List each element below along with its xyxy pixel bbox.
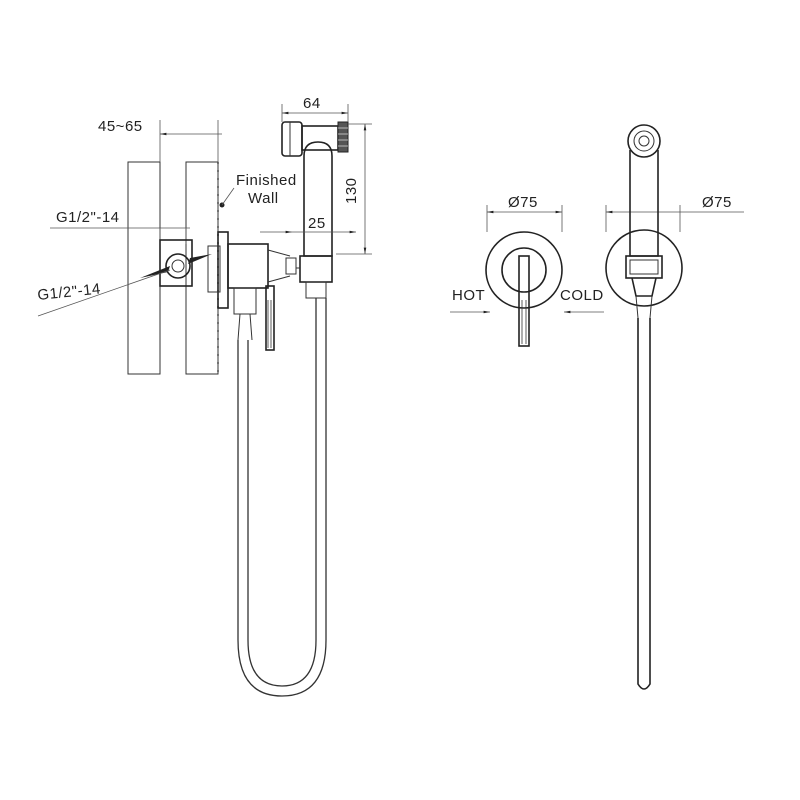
valve-body [159, 239, 193, 287]
thread-label-bottom: G1/2"-14 [37, 280, 102, 304]
side-view: 45~65 Finished Wall G1/2"-14 G1/2"-14 [37, 95, 372, 697]
holder-bracket [625, 255, 663, 279]
mixer-diameter-label: Ø75 [508, 194, 538, 211]
wall-section-left [127, 161, 161, 375]
front-view-holder: Ø75 [605, 124, 744, 690]
holder-plate [605, 229, 683, 307]
wall-section-right [185, 161, 219, 375]
front-view-mixer: Ø75 HOT COLD [450, 194, 604, 347]
handset-body [303, 141, 333, 257]
holder-connector [299, 255, 333, 283]
hot-label: HOT [452, 287, 485, 304]
thread-label-top: G1/2"-14 [56, 209, 120, 226]
handset-head [627, 124, 661, 158]
mixer-cartridge [501, 247, 547, 293]
holder-height-label: 130 [343, 177, 360, 204]
mixer-lever [518, 255, 530, 347]
cold-label: COLD [560, 287, 604, 304]
handset-grip [337, 121, 349, 153]
holder-width-label: 64 [303, 95, 321, 112]
finished-wall-label-2: Wall [248, 190, 279, 207]
mixer-body [227, 243, 269, 289]
handset-nozzle [281, 121, 303, 157]
holder-diameter-label: Ø75 [702, 194, 732, 211]
lever [265, 285, 275, 351]
wall-depth-label: 45~65 [98, 118, 143, 135]
handset-front-body [629, 150, 659, 257]
finished-wall-label-1: Finished [236, 172, 297, 189]
valve-inlet [165, 253, 191, 279]
holder-offset-label: 25 [308, 215, 326, 232]
hose [247, 298, 317, 687]
front-hose [637, 318, 651, 690]
mixer-plate [485, 231, 563, 309]
